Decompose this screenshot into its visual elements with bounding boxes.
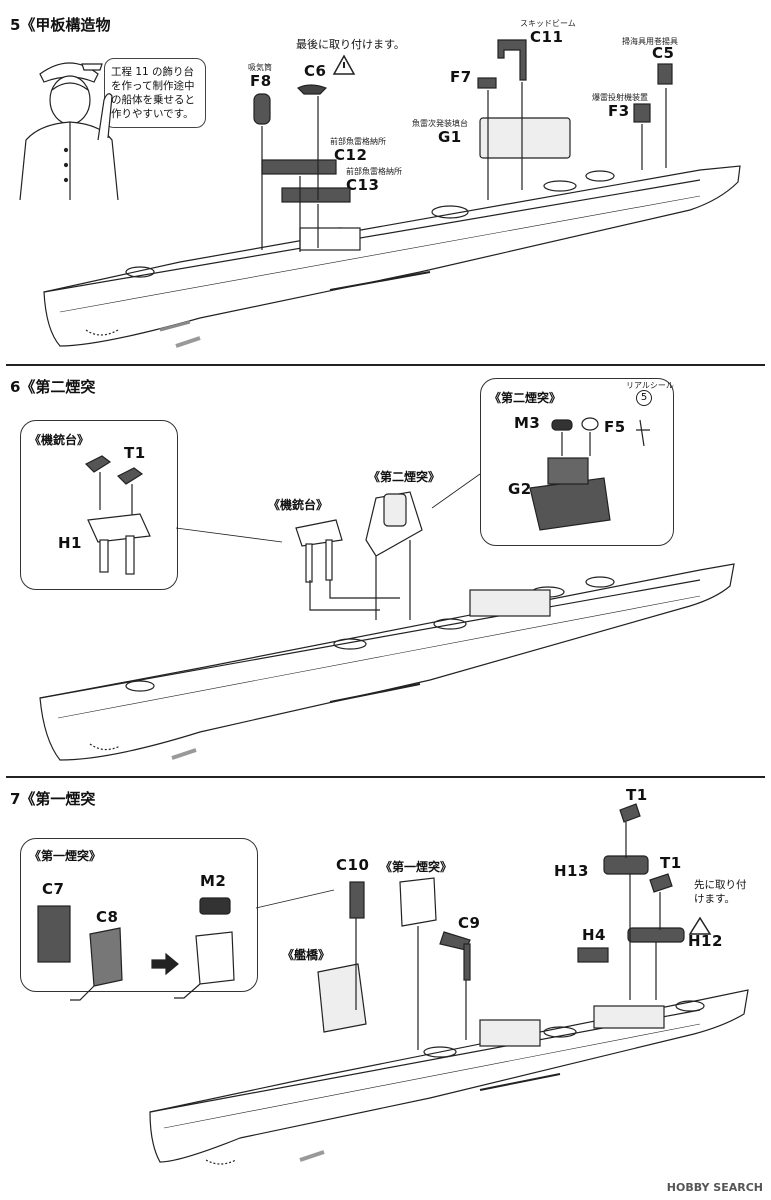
part-C10: C10 [336, 856, 370, 874]
part-C8: C8 [96, 908, 119, 926]
step7-panel: 7《第一煙突 [6, 776, 765, 1198]
watermark: HOBBY SEARCH [666, 1181, 763, 1194]
step7-title: 7《第一煙突 [10, 790, 96, 808]
part-M2: M2 [200, 872, 227, 890]
step7-note-first: 先に取り付けます。 [694, 879, 747, 905]
part-M3: M3 [514, 414, 541, 432]
part-F8: F8 [250, 72, 272, 90]
part-F3-shape [633, 103, 651, 123]
part-F7: F7 [450, 68, 472, 86]
ship-hull-step6 [39, 563, 735, 761]
part-H1: H1 [58, 534, 82, 552]
decal-number: 5 [636, 390, 652, 406]
part-H4: H4 [582, 926, 606, 944]
part-T1-step6: T1 [124, 444, 146, 462]
part-C12-shape [261, 159, 337, 175]
part-F8-note: 吸気筒 [248, 63, 272, 72]
part-C5: C5 [652, 44, 675, 62]
part-C5-note: 掃海具用巻揚具 [622, 37, 678, 46]
part-T1b: T1 [660, 854, 682, 872]
ship-hull-step7 [149, 989, 749, 1165]
part-C9: C9 [458, 914, 481, 932]
part-C12: C12 [334, 146, 368, 164]
part-F5: F5 [604, 418, 626, 436]
part-F7-shape [477, 77, 497, 89]
step6-inset-left-title: 《機銃台》 [29, 433, 90, 447]
step5-warning-text: 最後に取り付けます。 [296, 38, 405, 51]
step6-label-funnel: 《第二煙突》 [368, 470, 441, 484]
part-C13-note: 前部魚雷格納所 [346, 167, 402, 176]
step6-inset-right-title: 《第二煙突》 [489, 391, 562, 405]
step7-inset-title: 《第一煙突》 [29, 849, 102, 863]
part-G1: G1 [438, 128, 462, 146]
part-F3-note: 爆雷投射機装置 [592, 93, 648, 102]
part-C13: C13 [346, 176, 380, 194]
part-C7: C7 [42, 880, 65, 898]
part-F8-shape [253, 93, 271, 125]
part-H12: H12 [688, 932, 723, 950]
part-G2: G2 [508, 480, 532, 498]
step6-inset-left: 《機銃台》 [20, 420, 178, 590]
part-G1-note: 魚雷次発装填台 [412, 119, 468, 128]
part-C11: C11 [530, 28, 564, 46]
part-T1a: T1 [626, 786, 648, 804]
sailor-figure-icon [19, 62, 119, 201]
decal-note: リアルシール [626, 381, 674, 390]
step5-panel: 5《甲板構造物 [6, 6, 765, 362]
part-C5-shape [657, 63, 673, 85]
step7-label-funnel: 《第一煙突》 [380, 860, 453, 874]
step5-title: 5《甲板構造物 [10, 16, 111, 34]
part-C6: C6 [304, 62, 327, 80]
part-H13: H13 [554, 862, 589, 880]
part-C11-shape [497, 39, 527, 81]
warning-icon [332, 54, 356, 75]
part-C13-shape [281, 187, 351, 203]
part-C12-note: 前部魚雷格納所 [330, 137, 386, 146]
step6-panel: 6《第二煙突 [6, 364, 765, 776]
part-F3: F3 [608, 102, 630, 120]
step7-label-bridge: 《艦橋》 [282, 948, 331, 962]
ship-hull-step5 [43, 117, 741, 347]
step6-label-mg: 《機銃台》 [268, 498, 329, 512]
part-C6-shape [296, 84, 328, 95]
part-C11-note: スキッドビーム [520, 19, 576, 28]
step5-tip-bubble: 工程 11 の飾り台を作って制作途中の船体を乗せると作りやすいです。 [104, 58, 206, 128]
step6-title: 6《第二煙突 [10, 378, 96, 396]
